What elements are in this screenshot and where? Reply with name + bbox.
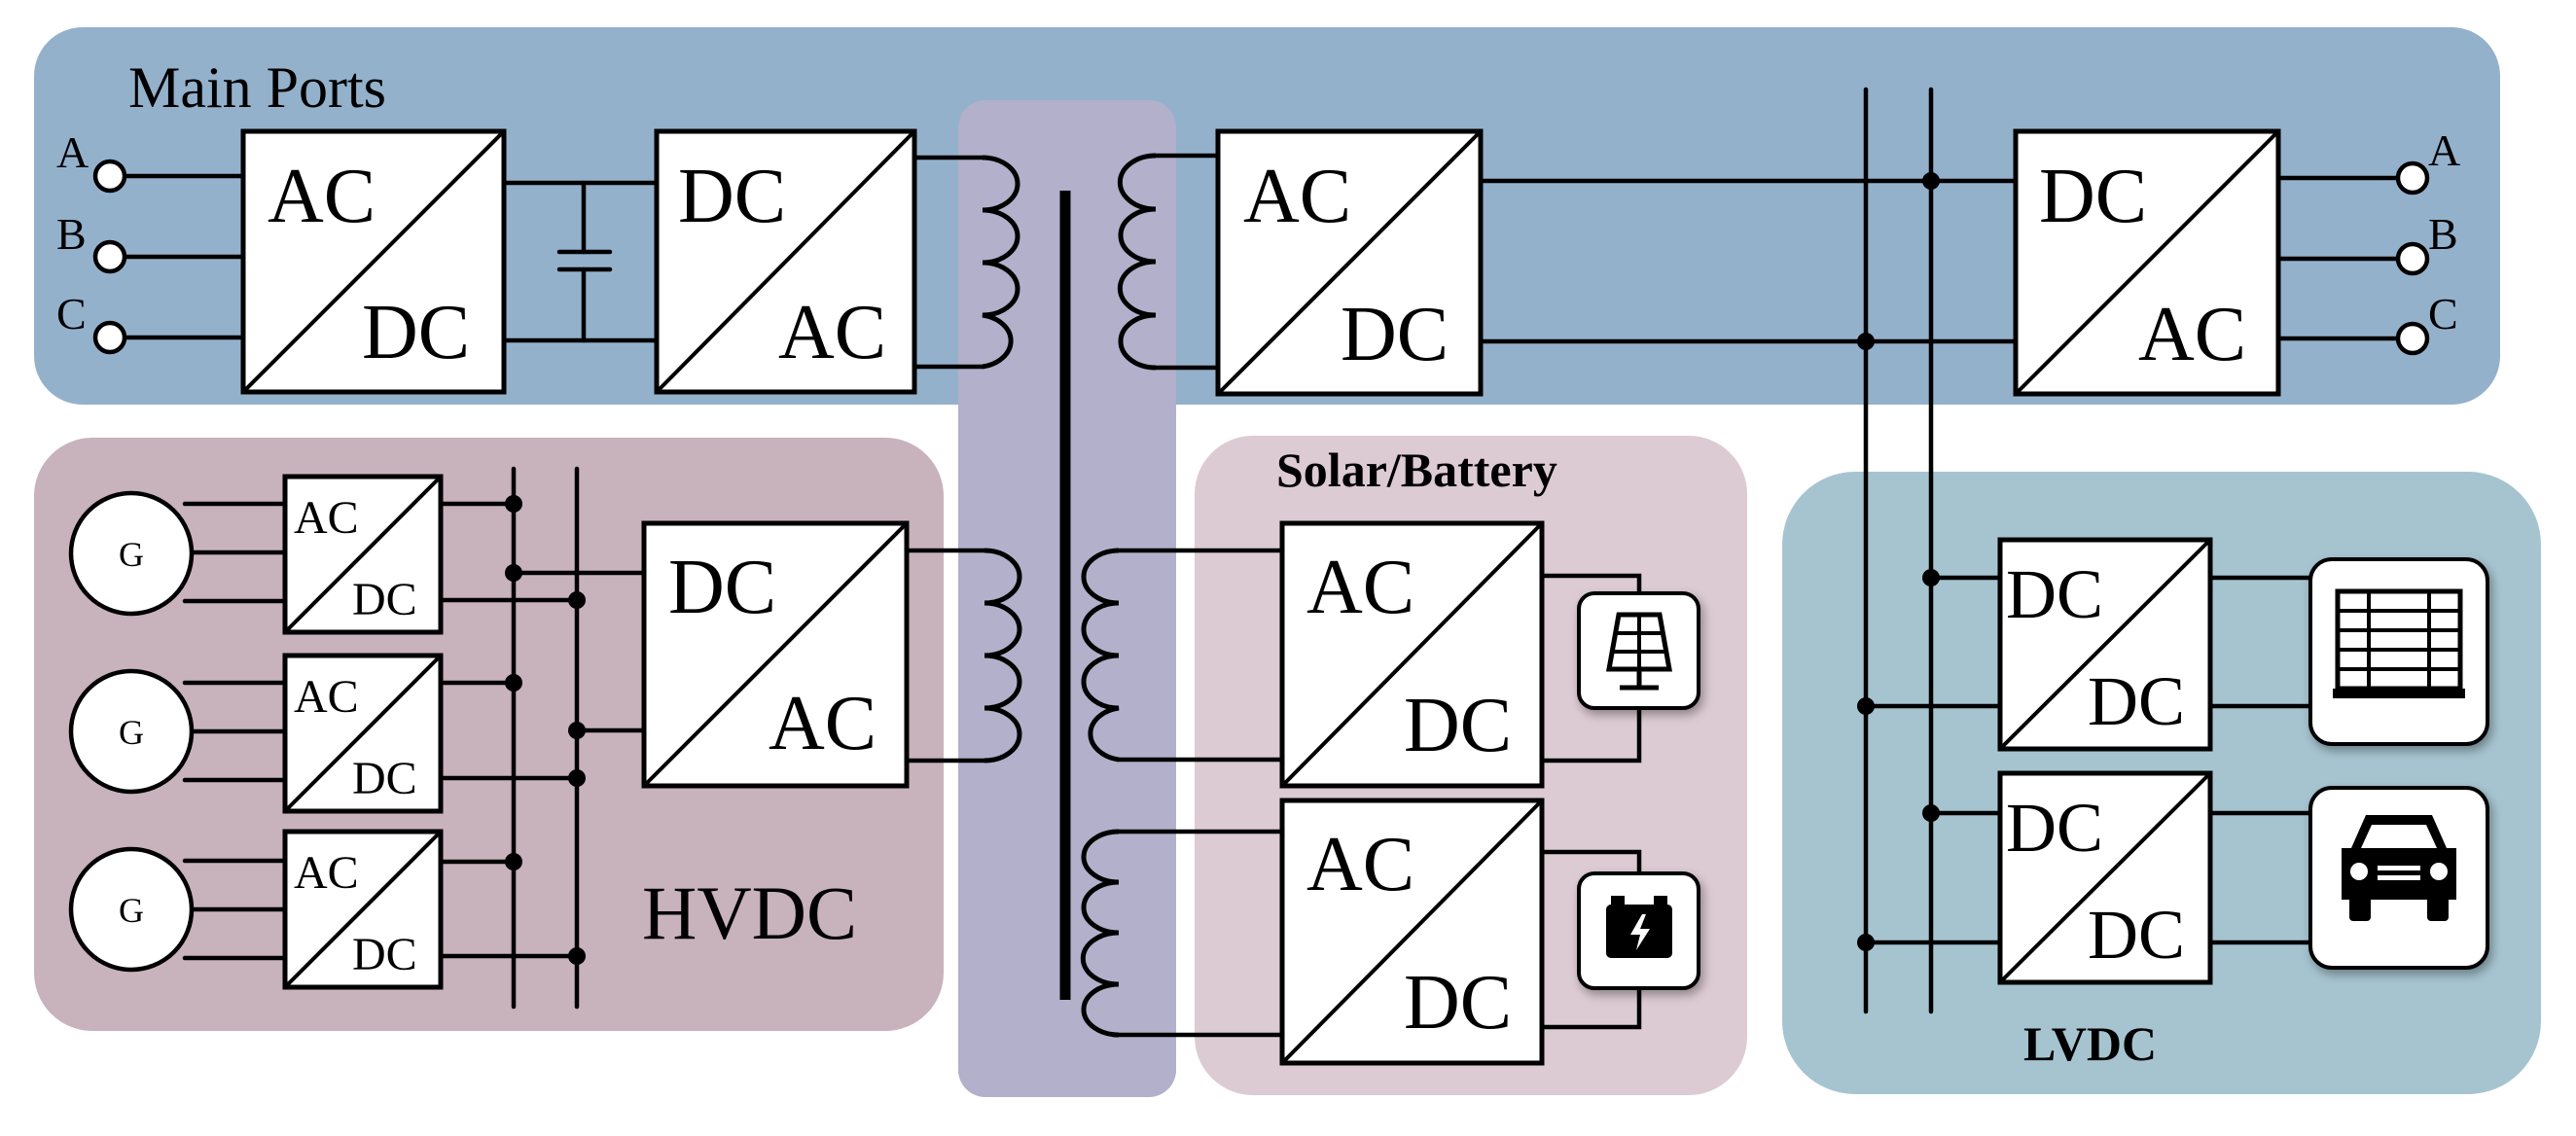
lvdc-wiring xyxy=(1857,569,2313,951)
converter-gen1: AC DC xyxy=(282,474,444,635)
converter-main-ac-dc-2: AC DC xyxy=(1215,128,1484,397)
converter-main-dc-ac-2: DC AC xyxy=(2013,128,2281,397)
svg-text:DC: DC xyxy=(362,290,470,375)
port-label-a-right: A xyxy=(2428,125,2460,175)
converter-lvdc-dc-dc-2: DC DC xyxy=(1997,770,2213,985)
svg-text:AC: AC xyxy=(1306,545,1414,630)
battery-icon xyxy=(1577,871,1700,990)
svg-text:AC: AC xyxy=(294,492,359,544)
hvdc-label: HVDC xyxy=(642,870,857,955)
solar-battery-label: Solar/Battery xyxy=(1276,443,1557,497)
svg-text:DC: DC xyxy=(2088,896,2185,974)
generator: G xyxy=(68,668,195,795)
converter-hvdc-dc-ac: DC AC xyxy=(641,520,910,789)
svg-text:AC: AC xyxy=(2138,292,2246,377)
converter-battery-ac-dc: AC DC xyxy=(1279,798,1545,1066)
converter-lvdc-dc-dc-1: DC DC xyxy=(1997,537,2213,752)
coil-primary-main xyxy=(982,155,1020,370)
svg-text:G: G xyxy=(119,713,144,752)
lvdc-label: LVDC xyxy=(2023,1016,2157,1071)
svg-text:DC: DC xyxy=(2088,662,2185,740)
port-label-a-left: A xyxy=(56,127,89,177)
generator: G xyxy=(68,846,195,973)
svg-text:DC: DC xyxy=(1404,960,1512,1046)
svg-text:AC: AC xyxy=(294,847,359,899)
port-label-c-left: C xyxy=(56,289,87,338)
svg-text:AC: AC xyxy=(769,681,877,766)
server-rack-icon xyxy=(2308,557,2489,746)
hvdc-wiring xyxy=(182,466,987,1010)
converter-main-dc-ac: DC AC xyxy=(654,128,917,395)
svg-text:DC: DC xyxy=(1341,292,1449,377)
generator: G xyxy=(68,490,195,617)
coil-hvdc xyxy=(984,548,1022,763)
svg-text:DC: DC xyxy=(352,574,417,625)
svg-text:DC: DC xyxy=(2006,555,2103,633)
transformer xyxy=(982,153,1157,1038)
svg-text:AC: AC xyxy=(1306,822,1414,907)
main-ports-label: Main Ports xyxy=(128,55,386,120)
port-label-b-right: B xyxy=(2428,209,2458,259)
svg-text:G: G xyxy=(119,891,144,930)
solar-panel-icon xyxy=(1577,591,1700,710)
svg-text:DC: DC xyxy=(1404,683,1512,768)
converter-gen3: AC DC xyxy=(282,829,444,990)
svg-text:DC: DC xyxy=(352,929,417,980)
svg-text:G: G xyxy=(119,535,144,574)
main-wiring xyxy=(107,87,2415,1014)
svg-text:DC: DC xyxy=(2006,789,2103,867)
port-label-c-right: C xyxy=(2428,289,2458,338)
right-ports: A B C xyxy=(2395,125,2460,356)
left-ports: A B C xyxy=(56,127,127,355)
svg-text:DC: DC xyxy=(2039,154,2147,239)
converter-solar-ac-dc: AC DC xyxy=(1279,520,1545,789)
port-label-b-left: B xyxy=(56,209,87,259)
svg-text:AC: AC xyxy=(294,671,359,723)
coil-battery xyxy=(1080,829,1120,1038)
svg-text:DC: DC xyxy=(678,154,786,239)
svg-text:DC: DC xyxy=(352,753,417,804)
svg-text:DC: DC xyxy=(668,545,776,630)
svg-text:AC: AC xyxy=(268,154,376,239)
coil-secondary-main xyxy=(1117,153,1157,371)
converter-gen2: AC DC xyxy=(282,653,444,814)
coil-solar xyxy=(1081,548,1120,763)
solar-wiring xyxy=(1116,548,1642,1038)
converter-main-ac-dc: AC DC xyxy=(240,128,507,395)
svg-text:AC: AC xyxy=(778,290,886,375)
car-icon xyxy=(2308,786,2489,970)
svg-text:AC: AC xyxy=(1243,154,1351,239)
